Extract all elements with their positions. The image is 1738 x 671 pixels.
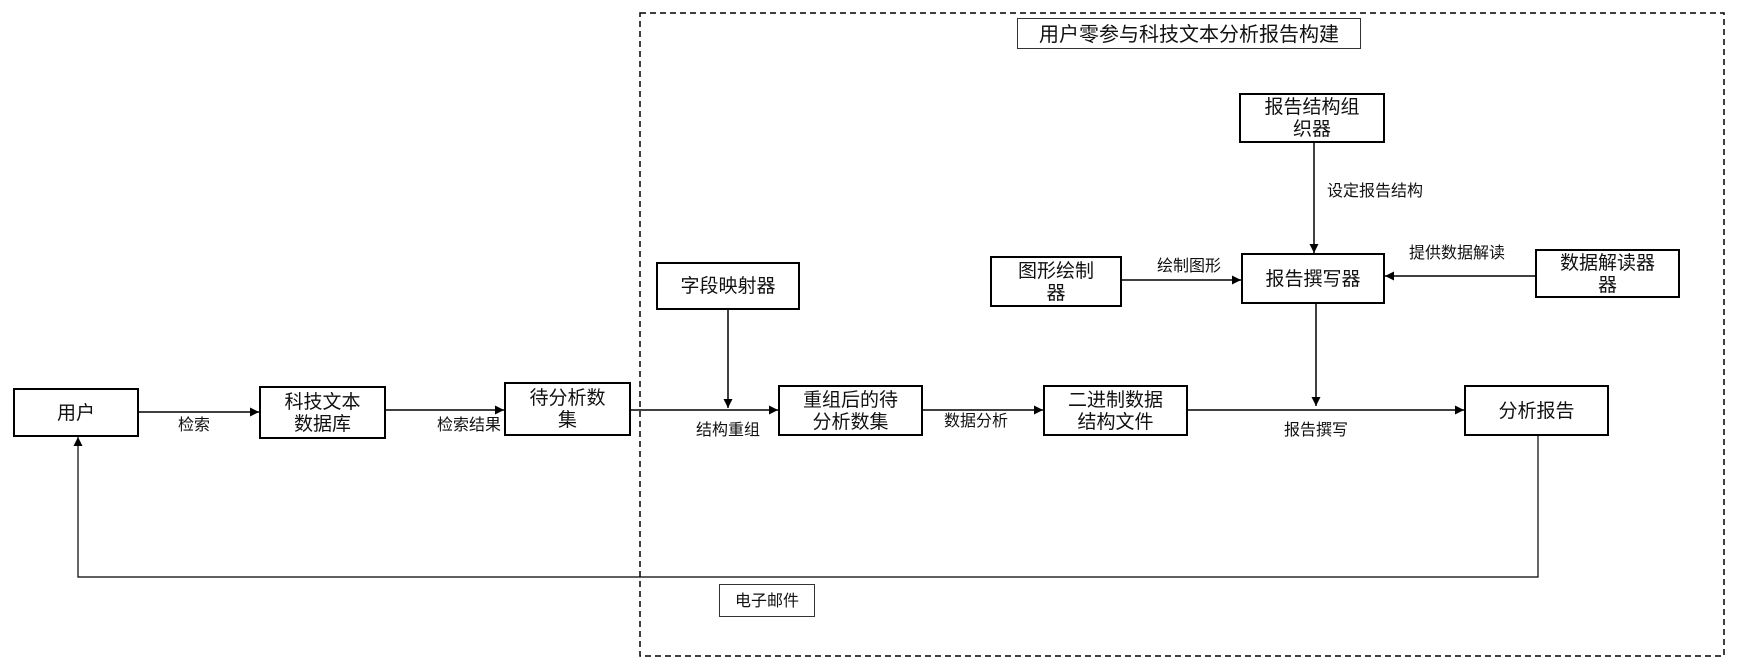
edge-label-provide-interpretation: 提供数据解读 — [1409, 243, 1506, 262]
system-boundary-dashed — [639, 12, 1725, 657]
node-label-line-1: 二进制数据 — [1067, 388, 1163, 411]
edge-label-search-results: 检索结果 — [436, 415, 502, 434]
edge-label-search: 检索 — [177, 415, 211, 434]
node-label: 用户 — [56, 401, 95, 424]
node-field-mapper: 字段映射器 — [656, 262, 800, 310]
node-label-line-1: 重组后的待 — [802, 388, 898, 411]
edge-label-draw-graphs: 绘制图形 — [1157, 256, 1222, 275]
node-analysis-report: 分析报告 — [1464, 385, 1609, 436]
edge-label-data-analysis: 数据分析 — [943, 411, 1009, 430]
node-report-writer: 报告撰写器 — [1241, 253, 1385, 304]
node-label: 字段映射器 — [680, 275, 776, 297]
node-label-line-2: 集 — [557, 409, 577, 431]
node-binary-structure-file: 二进制数据 结构文件 — [1043, 385, 1188, 436]
edge-report-to-user-feedback — [73, 436, 1539, 578]
node-label-line-1: 待分析数 — [529, 387, 606, 409]
diagram-title-box: 用户零参与科技文本分析报告构建 — [1017, 18, 1361, 49]
node-label-line-1: 科技文本 — [284, 390, 361, 413]
node-graph-drawer: 图形绘制 器 — [990, 256, 1122, 307]
node-restructured-dataset: 重组后的待 分析数集 — [778, 385, 923, 436]
node-data-interpreter: 数据解读器 器 — [1535, 249, 1680, 298]
node-label-line-2: 织器 — [1292, 118, 1331, 140]
node-user: 用户 — [13, 388, 139, 437]
node-sci-text-db: 科技文本 数据库 — [259, 386, 386, 439]
node-label-line-2: 器 — [1046, 281, 1066, 304]
edge-label-email-box: 电子邮件 — [719, 584, 815, 617]
node-label-line-1: 报告结构组 — [1264, 96, 1360, 118]
edge-label-restructure: 结构重组 — [695, 420, 761, 439]
node-label: 报告撰写器 — [1265, 267, 1361, 290]
node-label: 分析报告 — [1498, 399, 1575, 422]
node-report-structure-organizer: 报告结构组 织器 — [1239, 93, 1385, 143]
diagram-title: 用户零参与科技文本分析报告构建 — [1039, 21, 1339, 46]
edge-label-set-report-structure: 设定报告结构 — [1327, 181, 1424, 200]
node-label-line-2: 结构文件 — [1077, 410, 1154, 433]
node-label-line-1: 图形绘制 — [1017, 259, 1094, 282]
node-label-line-2: 数据库 — [293, 412, 351, 435]
edge-label-email: 电子邮件 — [734, 590, 799, 610]
node-label-line-1: 数据解读器 — [1559, 251, 1655, 274]
node-label-line-2: 分析数集 — [812, 410, 889, 433]
edge-label-report-writing: 报告撰写 — [1283, 420, 1349, 439]
node-label-line-2: 器 — [1597, 273, 1617, 296]
node-dataset-to-analyze: 待分析数 集 — [504, 382, 631, 436]
